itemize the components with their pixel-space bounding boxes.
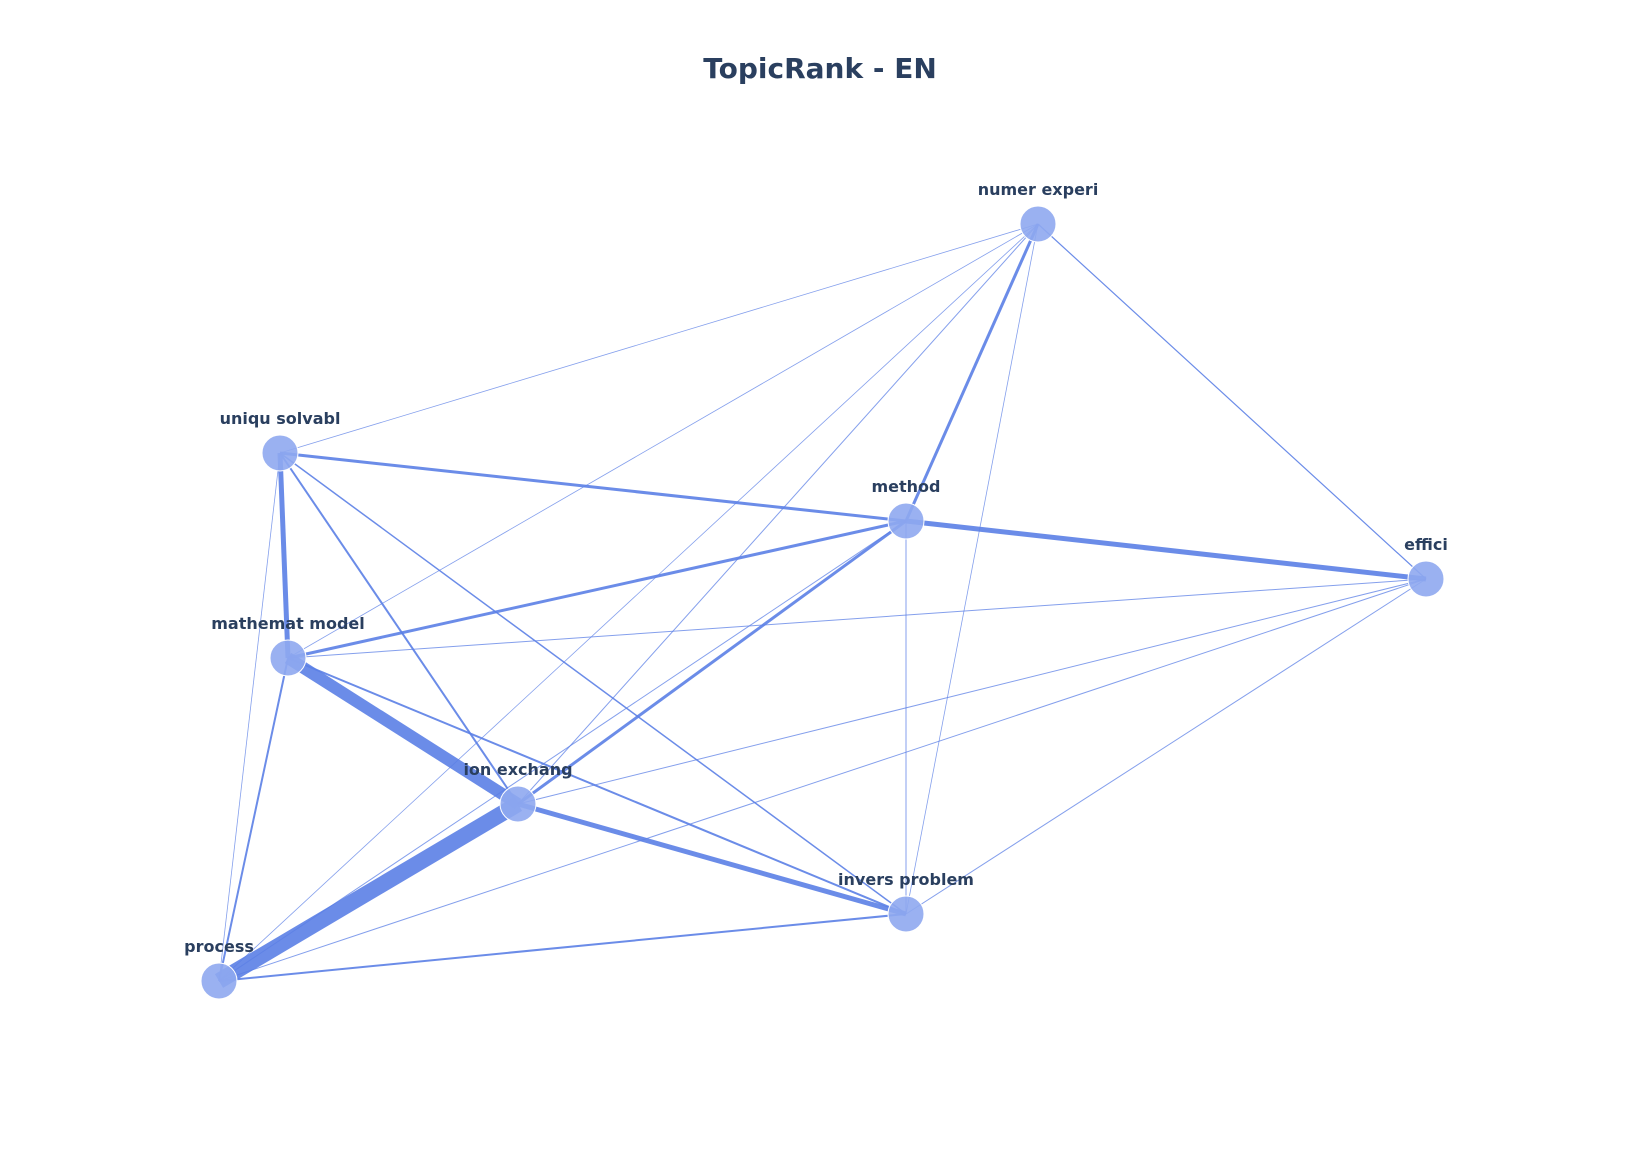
node-label: ion exchang (463, 760, 572, 779)
edge-numer-experi-method (904, 223, 1040, 522)
node-marker[interactable] (200, 962, 238, 1000)
node-label: method (871, 477, 940, 496)
edge-ion-exchang-process (214, 797, 523, 988)
edge-effici-ion-exchang (517, 578, 1427, 805)
node-marker[interactable] (1407, 560, 1445, 598)
node-process[interactable]: process (184, 937, 254, 1000)
edge-effici-process (218, 578, 1427, 982)
edge-mathemat-model-process (218, 657, 289, 982)
edge-uniqu-solvabl-mathemat-model (277, 452, 291, 659)
edge-uniqu-solvabl-process (218, 452, 281, 982)
edge-uniqu-solvabl-method (279, 451, 907, 523)
edge-uniqu-solvabl-invers-problem (279, 452, 907, 915)
edge-mathemat-model-method (287, 519, 907, 660)
node-mathemat-model[interactable]: mathemat model (211, 614, 365, 677)
node-marker[interactable] (887, 502, 925, 540)
node-marker[interactable] (269, 639, 307, 677)
edge-effici-invers-problem (905, 578, 1427, 915)
node-label: uniqu solvabl (220, 409, 341, 428)
edge-method-ion-exchang (517, 519, 907, 806)
node-method[interactable]: method (871, 477, 941, 540)
edge-method-process (218, 520, 907, 982)
node-label: numer experi (978, 180, 1099, 199)
graph-title: TopicRank - EN (703, 52, 937, 85)
edge-numer-experi-effici (1037, 223, 1427, 580)
edge-numer-experi-invers-problem (905, 223, 1039, 915)
edge-mathemat-model-invers-problem (287, 657, 907, 915)
edge-numer-experi-uniqu-solvabl (279, 223, 1039, 454)
node-ion-exchang[interactable]: ion exchang (463, 760, 573, 823)
node-numer-experi[interactable]: numer experi (978, 180, 1099, 243)
edge-ion-exchang-invers-problem (517, 801, 907, 917)
edges-layer (214, 223, 1427, 988)
node-label: effici (1404, 535, 1448, 554)
edge-numer-experi-process (218, 223, 1039, 982)
node-label: mathemat model (211, 614, 365, 633)
edge-ion-exchang-uniqu-solvabl (279, 452, 519, 805)
node-label: process (184, 937, 254, 956)
edge-numer-experi-ion-exchang (517, 223, 1039, 805)
node-uniqu-solvabl[interactable]: uniqu solvabl (220, 409, 341, 472)
node-marker[interactable] (499, 785, 537, 823)
node-label: invers problem (838, 870, 974, 889)
edge-method-effici (905, 518, 1427, 582)
node-marker[interactable] (261, 434, 299, 472)
node-marker[interactable] (1019, 205, 1057, 243)
node-marker[interactable] (887, 895, 925, 933)
edge-mathemat-model-effici (287, 578, 1427, 659)
edge-mathemat-model-ion-exchang (284, 652, 522, 810)
node-effici[interactable]: effici (1404, 535, 1448, 598)
edge-invers-problem-process (218, 913, 907, 982)
nodes-layer: numer experi uniqu solvabl method effici mat… (184, 180, 1448, 1000)
node-invers-problem[interactable]: invers problem (838, 870, 974, 933)
edge-numer-experi-mathemat-model (287, 223, 1039, 659)
